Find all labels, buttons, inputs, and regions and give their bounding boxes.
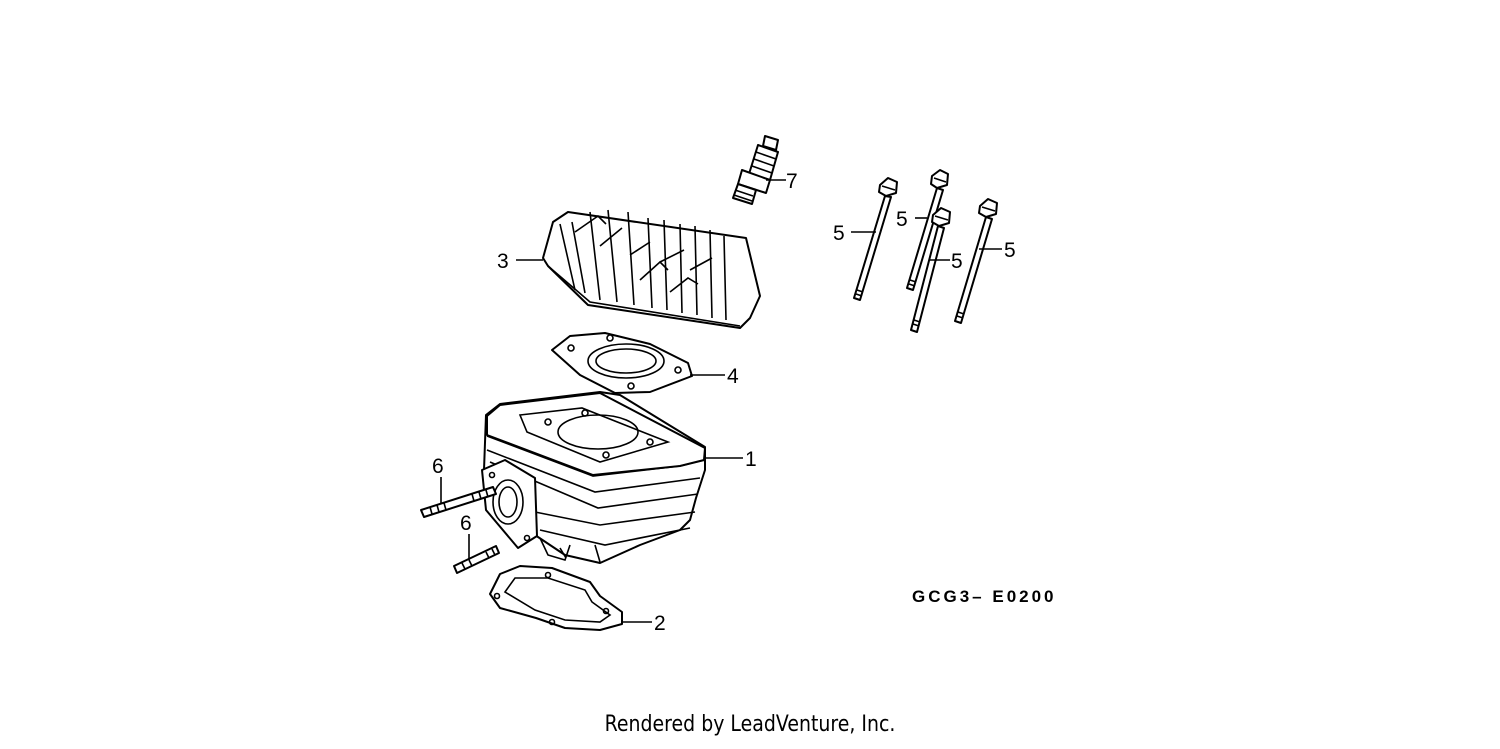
bolt-4[interactable]	[954, 198, 998, 324]
callout-4: 4	[727, 365, 739, 388]
cylinder-head[interactable]	[542, 209, 761, 329]
footer-credit: Rendered by LeadVenture, Inc.	[604, 712, 896, 737]
callout-5-bolt-2: 5	[896, 208, 908, 231]
bolt-3[interactable]	[910, 207, 951, 333]
callout-6-lower: 6	[460, 512, 472, 535]
head-gasket[interactable]	[551, 332, 693, 394]
callout-5-bolt-4: 5	[1004, 239, 1016, 262]
spark-plug[interactable]	[732, 135, 779, 205]
stud-bolt-lower[interactable]	[453, 545, 500, 574]
cylinder[interactable]	[481, 391, 706, 564]
stud-bolt-upper[interactable]	[420, 486, 497, 518]
base-gasket[interactable]	[489, 565, 623, 631]
callout-5-bolt-3: 5	[951, 250, 963, 273]
callout-5-bolt-1: 5	[833, 222, 845, 245]
callout-1: 1	[745, 448, 757, 471]
callout-6-upper: 6	[432, 455, 444, 478]
bolt-1[interactable]	[853, 177, 898, 301]
callout-3: 3	[497, 250, 509, 273]
callout-7: 7	[786, 170, 798, 193]
callout-2: 2	[654, 612, 666, 635]
diagram-code: GCG3– E0200	[912, 587, 1057, 606]
